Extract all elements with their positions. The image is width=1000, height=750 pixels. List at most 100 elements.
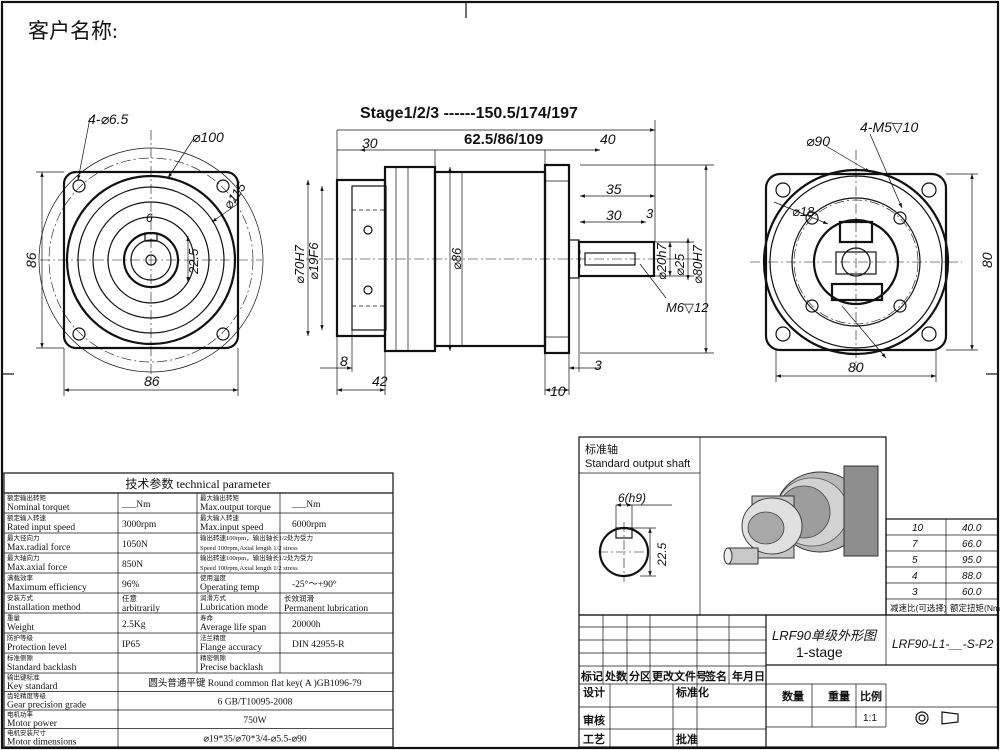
- side-30-top: 30: [362, 135, 378, 151]
- param-label-2-en: Flange accuracy: [200, 643, 262, 653]
- tb-review: 审核: [583, 713, 605, 727]
- param-value-2: ___Nm: [291, 500, 321, 510]
- customer-name-label: 客户名称:: [28, 19, 118, 43]
- ratio-value: 7: [912, 539, 918, 550]
- tb-weight: 重量: [828, 689, 850, 703]
- param-label-2-cn: 最大输入转速: [200, 513, 240, 522]
- torque-value: 88.0: [962, 571, 982, 582]
- ratio-value: 5: [912, 555, 918, 566]
- param-label-2-cn: 最大输出转矩: [200, 493, 240, 502]
- param-bottom-label-en: Motor dimensions: [7, 738, 77, 748]
- tb-scale-value: 1:1: [863, 713, 877, 724]
- shaft-key-height: 22.5: [655, 542, 669, 567]
- param-value-2: -25°～+90°: [292, 579, 337, 590]
- param-label-2-en: Speed 100rpm,Axial length 1/2 stress: [200, 545, 298, 552]
- side-3-top: 3: [646, 206, 654, 221]
- param-value-1: arbitrarily: [122, 604, 160, 614]
- param-value-1: 1050N: [122, 540, 148, 550]
- shaft-panel-title-en: Standard output shaft: [585, 458, 690, 470]
- param-label-2-cn: 法兰精度: [200, 633, 227, 642]
- title-block-label: 签名: [704, 669, 727, 683]
- param-label-cn: 额定输入转速: [7, 513, 47, 522]
- stage-mid-length: 62.5/86/109: [464, 131, 543, 148]
- side-35: 35: [606, 181, 622, 197]
- left-key-width-label: 6: [146, 211, 153, 225]
- param-bottom-value: 750W: [243, 716, 266, 726]
- side-8: 8: [340, 353, 348, 369]
- thread-m6-label: M6▽12: [666, 300, 709, 315]
- rear-view-input-flange: [750, 133, 978, 382]
- param-label-cn: 防护等级: [7, 633, 34, 642]
- tb-process: 工艺: [583, 732, 605, 746]
- param-bottom-label-en: Gear precision grade: [7, 701, 86, 711]
- front-view-output-flange: [36, 117, 264, 396]
- param-bottom-label-cn: 电机功率: [7, 710, 34, 719]
- param-label-2-cn: 精密侧隙: [200, 653, 227, 662]
- left-height-86-label: 86: [23, 252, 39, 268]
- param-value-2: Permanent lubrication: [284, 604, 368, 614]
- param-label-cn: 重量: [7, 614, 21, 622]
- param-label-cn: 标准侧隙: [7, 653, 34, 662]
- param-value-1: 2.5Kg: [122, 620, 146, 630]
- right-holes-label: 4-M5▽10: [860, 119, 918, 135]
- param-label-cn: 最大径向力: [7, 533, 40, 542]
- gearbox-photo: [723, 465, 879, 565]
- param-label-en: Rated input speed: [7, 523, 75, 533]
- param-label-2-cn: 使用温度: [200, 573, 227, 582]
- param-value-1: 3000rpm: [122, 520, 157, 530]
- dia-19f6-label: ⌀19F6: [306, 242, 321, 280]
- param-label-2-en: Speed 100rpm,Axial length 1/2 stress: [200, 565, 298, 572]
- model-code: LRF90-L1-__-S-P2: [892, 637, 994, 651]
- param-value-1: 850N: [122, 560, 143, 570]
- param-label-en: Max.axial force: [7, 562, 67, 573]
- param-label-2-cn: 输出转速100rpm，输出轴长1/2处为受力: [200, 553, 313, 562]
- param-label-en: Max.radial force: [7, 542, 70, 553]
- right-90-label: ⌀90: [806, 133, 830, 149]
- ratio-head-torque: 额定扭矩(Nm): [950, 603, 1000, 613]
- param-value-1: ___Nm: [121, 500, 151, 510]
- param-value-1: IP65: [122, 640, 140, 650]
- param-label-en: Installation method: [7, 603, 81, 613]
- param-label-2-en: Average life span: [200, 622, 267, 633]
- ratio-head-ratio: 减速比(可选择): [890, 603, 947, 613]
- param-value-2: 6000rpm: [292, 520, 327, 530]
- ratio-value: 10: [912, 523, 924, 534]
- side-40: 40: [600, 131, 616, 147]
- param-label-cn: 最大轴向力: [7, 553, 40, 562]
- param-label-2-cn: 润滑方式: [200, 593, 227, 602]
- left-key-height-label: 22.5: [186, 248, 201, 275]
- tb-scale: 比例: [860, 689, 882, 703]
- param-label-en: Standard backlash: [7, 663, 77, 673]
- stage-total-length: Stage1/2/3 ------150.5/174/197: [360, 105, 578, 122]
- side-view-gearbox: [306, 120, 714, 395]
- dia-80h7-label: ⌀80H7: [690, 244, 705, 284]
- title-block-label: 处数: [604, 669, 628, 683]
- dia-70h7-label: ⌀70H7: [292, 244, 307, 284]
- torque-value: 66.0: [962, 539, 982, 550]
- title-block-labels: 标记处数分区更改文件号签名年月日: [580, 669, 765, 683]
- title-block-label: 分区: [629, 669, 651, 683]
- dia-20h7-label: ⌀20h7: [654, 242, 669, 280]
- title-block: [578, 614, 999, 748]
- param-label-2-en: Max.output torque: [200, 503, 271, 513]
- drawing-name: LRF90单级外形图: [772, 628, 878, 643]
- param-value-1: 任意: [122, 593, 137, 603]
- param-label-2-en: Precise backlash: [200, 663, 263, 673]
- param-label-2-cn: 输出转速100rpm，输出轴长1/2处为受力: [200, 533, 313, 542]
- param-value-2: 20000h: [292, 620, 321, 630]
- tech-parameter-table: [3, 472, 394, 748]
- torque-value: 40.0: [962, 523, 982, 534]
- param-label-en: Nominal torquet: [7, 503, 70, 513]
- left-holes-label: 4-⌀6.5: [88, 111, 129, 127]
- param-label-2-en: Operating temp: [200, 583, 260, 593]
- param-label-en: Weight: [7, 623, 35, 633]
- projection-symbol-circle: [915, 711, 929, 725]
- param-bottom-label-cn: 输出键标准: [7, 673, 40, 682]
- ratio-value: 3: [912, 587, 918, 598]
- title-block-label: 标记: [580, 669, 603, 683]
